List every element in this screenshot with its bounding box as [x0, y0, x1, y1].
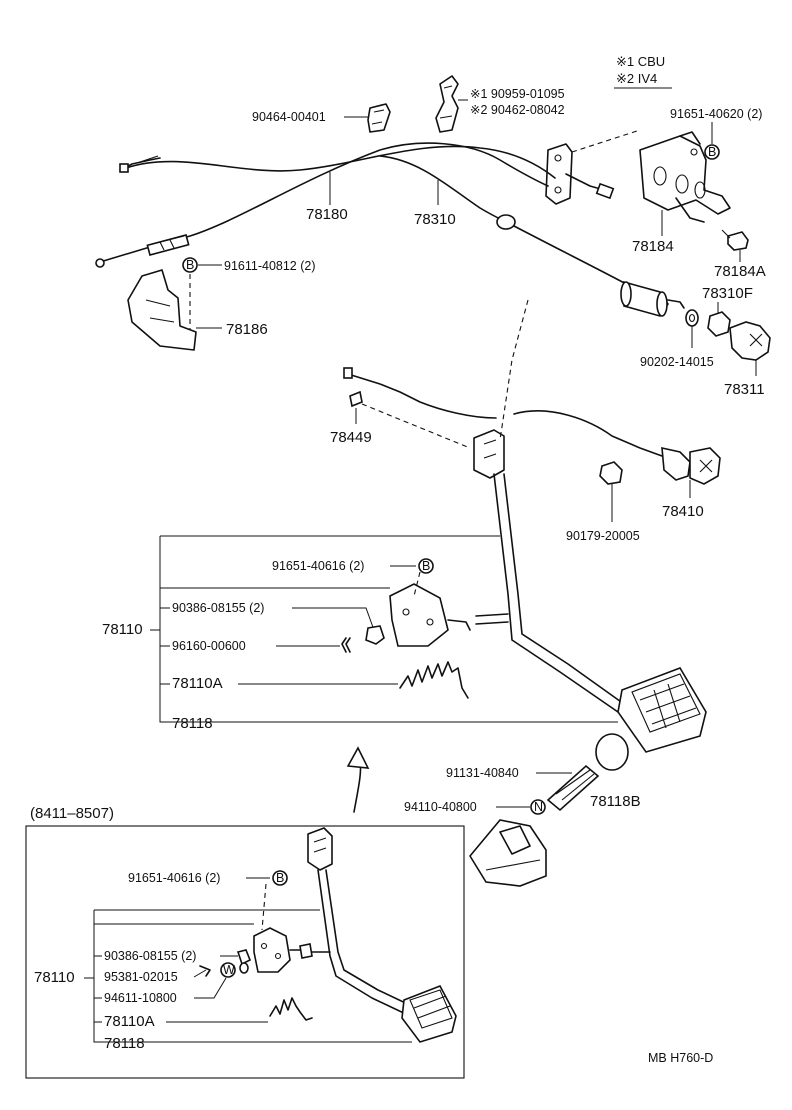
inset-frame — [25, 825, 465, 1079]
bracket-78184 — [639, 131, 731, 223]
inset-washer — [239, 962, 249, 974]
diagram-code: MB H760-D — [648, 1051, 713, 1065]
b-symbol-text-91651: B — [422, 559, 430, 573]
arrow-up-icon — [346, 746, 370, 813]
inset-label-94611-10800: 94611-10800 — [104, 991, 177, 1005]
label-78186: 78186 — [226, 321, 268, 338]
inset-label-78110: 78110 — [34, 969, 75, 986]
b-symbol-91611 — [182, 257, 198, 273]
label-90464-00401: 90464-00401 — [252, 110, 326, 124]
washer-90202-14015 — [685, 309, 699, 327]
cable-end-assembly — [620, 280, 685, 317]
inset-pedal-arm — [307, 827, 417, 1017]
label-78310F: 78310F — [702, 285, 753, 302]
pivot-plate — [545, 143, 615, 205]
cable-78449 — [343, 367, 497, 419]
stopper-78118B — [546, 733, 629, 812]
label-90959-01095: ※1 90959-01095 — [470, 87, 565, 101]
clip-96160 — [341, 637, 351, 653]
inset-bracket-78110-line — [93, 910, 412, 1043]
label-78110: 78110 — [102, 621, 143, 638]
clip-90959-01095 — [435, 75, 459, 133]
label-90386-08155: 90386-08155 (2) — [172, 601, 264, 615]
label-78180: 78180 — [306, 206, 348, 223]
inset-label-91651-40616: 91651-40616 (2) — [128, 871, 220, 885]
bolt-78184A — [721, 229, 749, 251]
label-91651-40616: 91651-40616 (2) — [272, 559, 364, 573]
inset-label-90386-08155: 90386-08155 (2) — [104, 949, 196, 963]
inset-pin-95381 — [199, 965, 211, 977]
label-91651-40620: 91651-40620 (2) — [670, 107, 762, 121]
inset-pedal-pad — [401, 984, 457, 1043]
pedal-bracket-plate — [389, 583, 509, 647]
inset-b-symbol — [272, 870, 288, 886]
inset-label-95381-02015: 95381-02015 — [104, 970, 178, 984]
n-symbol-text: N — [534, 800, 543, 814]
label-91611-40812: 91611-40812 (2) — [224, 259, 316, 273]
inset-label-78118: 78118 — [104, 1035, 145, 1052]
label-96160-00600: 96160-00600 — [172, 639, 246, 653]
label-78184A: 78184A — [714, 263, 766, 280]
clip-90464-00401 — [367, 103, 391, 133]
inset-b-symbol-text: B — [276, 871, 284, 885]
nut-90179-20005 — [599, 461, 623, 485]
cable-78310 — [379, 155, 631, 287]
label-90179-20005: 90179-20005 — [566, 529, 640, 543]
leader-78449 — [361, 403, 471, 449]
label-78310: 78310 — [414, 211, 456, 228]
inset-spring-78110A — [269, 997, 313, 1021]
label-90462-08042: ※2 90462-08042 — [470, 103, 565, 117]
leader-dashed-pedal — [499, 299, 529, 441]
cable-78180 — [119, 145, 556, 179]
b-symbol-top — [704, 144, 720, 160]
label-78118: 78118 — [172, 715, 213, 732]
inset-label-78110A: 78110A — [104, 1013, 155, 1030]
pedal-pad-main — [617, 667, 707, 753]
n-symbol — [530, 799, 546, 815]
nut-78310F — [707, 311, 731, 337]
b-symbol-text-top: B — [708, 145, 716, 159]
w-symbol — [220, 962, 236, 978]
label-78110A: 78110A — [172, 675, 223, 692]
w-symbol-text: W — [223, 963, 235, 977]
inset-title: (8411–8507) — [30, 805, 114, 822]
inset-bracket-plate — [253, 927, 331, 973]
cable-78180-lower — [95, 142, 549, 268]
leader-dashed-bracket — [571, 129, 641, 153]
floor-bracket — [469, 819, 547, 887]
label-91131-40840: 91131-40840 — [446, 766, 519, 780]
b-symbol-text-91611: B — [186, 258, 194, 272]
nut-90386 — [365, 625, 385, 645]
bracket-78186 — [127, 269, 197, 351]
label-78311: 78311 — [724, 381, 765, 398]
label-78449: 78449 — [330, 429, 372, 446]
label-90202-14015: 90202-14015 — [640, 355, 714, 369]
pedal-arm-main — [473, 429, 625, 713]
label-78184: 78184 — [632, 238, 674, 255]
grommet-78311 — [729, 321, 771, 361]
label-94110-40800: 94110-40800 — [404, 800, 477, 814]
label-78118B: 78118B — [590, 793, 641, 810]
b-symbol-91651 — [418, 558, 434, 574]
cable-78410 — [513, 410, 721, 485]
note-iv4: ※2 IV4 — [616, 71, 657, 86]
label-78410: 78410 — [662, 503, 704, 520]
bracket-78110-line — [159, 536, 618, 723]
spring-78110A — [399, 661, 469, 699]
inset-nut-90386 — [236, 949, 252, 966]
note-cbu: ※1 CBU — [616, 54, 665, 69]
